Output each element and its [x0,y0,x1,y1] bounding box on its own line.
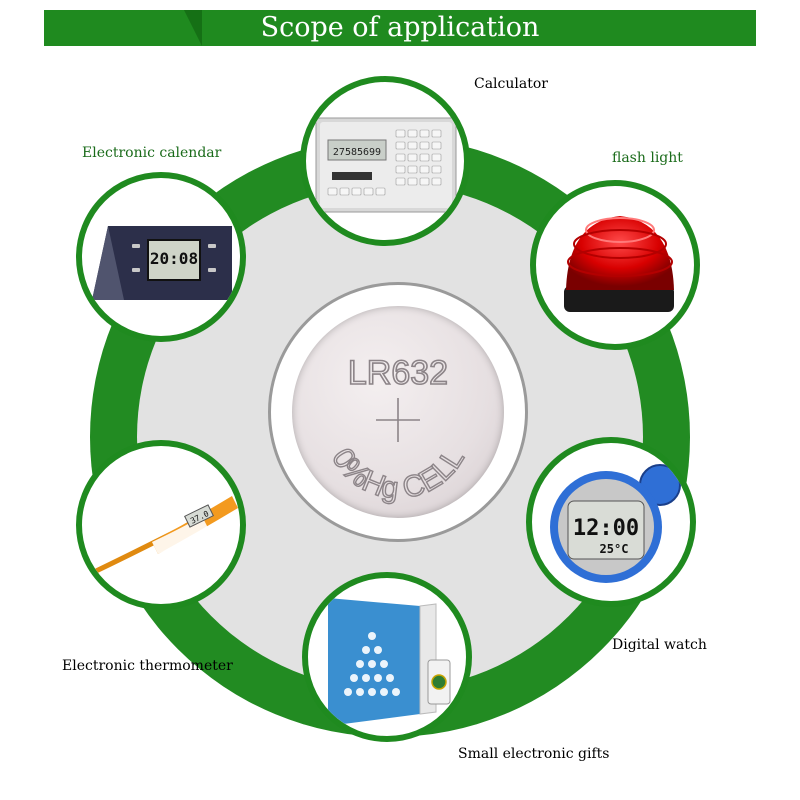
flashlight-icon [564,216,674,312]
header-banner: Scope of application [44,10,756,46]
battery-marking-text: 0%Hg CELL [325,443,471,506]
thermometer-image: 37.0 [76,440,246,610]
label-flash-light: flash light [612,150,683,166]
flashlight-image [530,180,700,350]
calendar-time-display: 20:08 [150,249,198,268]
gift-card-image [302,572,472,742]
calculator-icon: 27585699 [315,117,457,213]
calendar-image: 20:08 [76,172,246,342]
calculator-display: 27585699 [333,147,381,158]
thermometer-icon: 37.0 [91,496,238,575]
calculator-image: 27585699 [300,76,470,246]
calendar-clock-icon: 20:08 [92,226,232,300]
plus-sign-icon [376,398,420,442]
digital-watch-image: 12:00 25°C [526,437,696,607]
label-electronic-thermometer: Electronic thermometer [62,658,233,674]
battery-engraving: LR632 0%Hg CELL [324,353,471,506]
label-small-electronic-gifts: Small electronic gifts [458,746,610,762]
gift-card-icon [328,598,451,726]
battery-image: LR632 0%Hg CELL [292,306,504,518]
watch-temp-display: 25°C [600,542,629,556]
label-digital-watch: Digital watch [612,637,707,653]
label-electronic-calendar: Electronic calendar [82,145,222,161]
battery-model-text: LR632 [348,354,448,392]
digital-watch-icon: 12:00 25°C [550,464,681,583]
banner-notch [184,10,202,46]
label-calculator: Calculator [474,76,548,92]
page-title: Scope of application [260,12,540,43]
watch-time-display: 12:00 [573,516,639,541]
